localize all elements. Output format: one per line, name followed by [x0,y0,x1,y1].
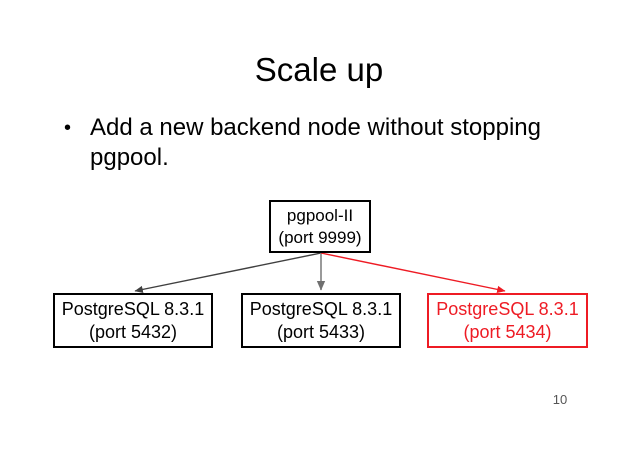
page-title: Scale up [254,51,384,88]
bullet-text: Add a new backend node without stopping … [90,114,541,171]
node-postgresql-5432-port: (port 5432) [88,321,178,342]
node-postgresql-5433-port: (port 5433) [276,321,366,342]
node-postgresql-5434: PostgreSQL 8.3.1 (port 5434) [427,293,588,348]
connector-pgpool-to-5432 [134,252,322,293]
node-pgpool-port: (port 9999) [278,227,362,247]
node-postgresql-5432: PostgreSQL 8.3.1 (port 5432) [53,293,213,348]
node-postgresql-5433: PostgreSQL 8.3.1 (port 5433) [241,293,401,348]
node-pgpool-title: pgpool-II [286,205,354,225]
list-item: • Add a new backend node without stoppin… [64,113,604,173]
connector-pgpool-to-5434 [320,252,506,293]
page-number: 10 [552,392,568,407]
node-postgresql-5433-title: PostgreSQL 8.3.1 [249,298,393,319]
node-postgresql-5432-title: PostgreSQL 8.3.1 [61,298,205,319]
node-postgresql-5434-port: (port 5434) [463,321,552,342]
bullet-marker-icon: • [64,117,72,139]
node-postgresql-5434-title: PostgreSQL 8.3.1 [436,298,579,319]
bullet-list: • Add a new backend node without stoppin… [64,113,604,173]
node-pgpool: pgpool-II (port 9999) [269,200,371,253]
